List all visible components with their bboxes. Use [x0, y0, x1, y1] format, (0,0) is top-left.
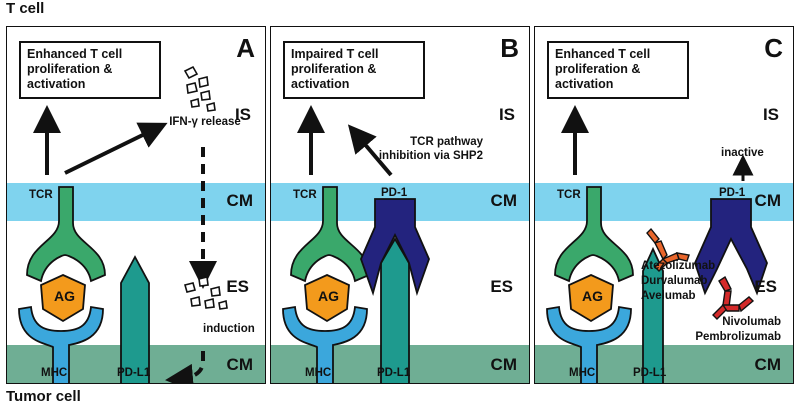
inhibition-label: TCR pathway inhibition via SHP2: [378, 136, 483, 162]
panel-b-graphics: [282, 105, 430, 383]
panel-a-graphics: [18, 65, 228, 383]
induction-label: induction: [203, 323, 255, 335]
tcr-receptor: [554, 186, 634, 283]
anti-pd-l1-antibody: [646, 227, 690, 272]
pd-1-receptor: [360, 198, 430, 297]
zone-extracellular-space: ES: [226, 277, 249, 296]
anti-pd-1-antibody: [712, 275, 755, 320]
ifn-release-arrow: [64, 122, 168, 175]
zone-cell-membrane-lower: CM: [490, 355, 517, 374]
ifn-gamma-particles-upper: [183, 65, 216, 112]
zone-cell-membrane-lower: CM: [754, 355, 781, 374]
drug-nivolumab: Nivolumab: [722, 316, 781, 328]
ifn-gamma-particles-lower: [184, 276, 228, 310]
zone-extracellular-space: ES: [754, 277, 777, 296]
zone-cell-membrane-upper: CM: [226, 191, 253, 210]
zone-extracellular-space: ES: [490, 277, 513, 296]
drug-durvalumab: Durvalumab: [641, 275, 708, 287]
inhibition-arrow: [347, 124, 393, 177]
tcr-label: TCR: [293, 189, 317, 201]
cell-membrane-tumor-cell: [535, 345, 793, 383]
tcr-receptor: [26, 186, 106, 283]
pd-1-receptor: [694, 198, 768, 296]
zone-immunological-synapse: IS: [498, 105, 515, 124]
zone-immunological-synapse: IS: [234, 105, 251, 124]
antigen: [40, 274, 86, 323]
panel-letter: A: [236, 33, 255, 63]
mhc-molecule: [18, 305, 104, 383]
drug-atezolizumab: Atezolizumab: [641, 260, 716, 272]
induction-arrow: [165, 351, 205, 383]
anti-pd-1-drug-list: Nivolumab Pembrolizumab: [659, 315, 781, 345]
pd-l1-ligand: [380, 237, 410, 383]
anti-pd-l1-drug-list: Atezolizumab Durvalumab Avelumab: [641, 259, 715, 304]
zone-cell-membrane-upper: CM: [754, 191, 781, 210]
zone-immunological-synapse: IS: [762, 105, 779, 124]
tcr-receptor: [290, 186, 370, 283]
drug-avelumab: Avelumab: [641, 290, 696, 302]
pd-l1-ligand: [120, 255, 150, 383]
pd-1-label: PD-1: [381, 187, 408, 199]
mhc-molecule: [546, 305, 632, 383]
outcome-box: Enhanced T cell proliferation & activati…: [19, 41, 161, 99]
antigen-label: AG: [582, 288, 603, 304]
antigen: [304, 274, 350, 323]
pd-1-label: PD-1: [719, 187, 746, 199]
drug-pembrolizumab: Pembrolizumab: [695, 331, 781, 343]
outcome-box: Enhanced T cell proliferation & activati…: [547, 41, 689, 99]
t-cell-label: T cell: [6, 0, 45, 17]
zone-cell-membrane-upper: CM: [490, 191, 517, 210]
pd-l1-label: PD-L1: [633, 367, 667, 379]
mhc-label: MHC: [569, 367, 596, 379]
mhc-molecule: [282, 305, 368, 383]
zone-cell-membrane-lower: CM: [226, 355, 253, 374]
tcr-label: TCR: [29, 189, 53, 201]
mhc-label: MHC: [305, 367, 332, 379]
pd-l1-label: PD-L1: [377, 367, 411, 379]
ifn-release-label: IFN-γ release: [169, 116, 241, 128]
pd-l1-ligand: [642, 246, 664, 383]
pd-l1-label: PD-L1: [117, 367, 151, 379]
tcr-label: TCR: [557, 189, 581, 201]
panel-b: Impaired T cell proliferation & activati…: [270, 26, 530, 384]
panel-letter: C: [764, 33, 783, 63]
antigen-label: AG: [318, 288, 339, 304]
panel-c-graphics: [546, 105, 768, 383]
mhc-label: MHC: [41, 367, 68, 379]
antigen-label: AG: [54, 288, 75, 304]
cell-membrane-t-cell: [7, 183, 265, 221]
panel-c: Enhanced T cell proliferation & activati…: [534, 26, 794, 384]
outcome-box: Impaired T cell proliferation & activati…: [283, 41, 425, 99]
panel-a: Enhanced T cell proliferation & activati…: [6, 26, 266, 384]
tumor-cell-label: Tumor cell: [6, 388, 81, 405]
antigen: [568, 274, 614, 323]
inactive-label: inactive: [721, 147, 764, 159]
panel-letter: B: [500, 33, 519, 63]
